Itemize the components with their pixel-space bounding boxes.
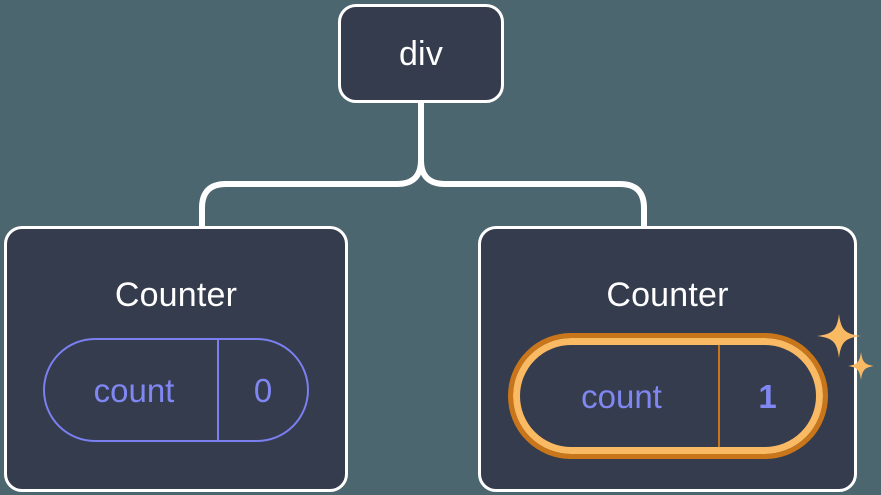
node-counter-right[interactable]: Counter count 1 (478, 226, 874, 492)
node-div[interactable]: div (338, 4, 504, 103)
state-pill-left[interactable]: count 0 (43, 338, 309, 442)
state-value-right: 1 (717, 345, 816, 447)
sparkles-icon (816, 314, 874, 380)
node-counter-left[interactable]: Counter count 0 (4, 226, 348, 492)
state-value-left: 0 (217, 340, 307, 440)
node-div-label: div (398, 34, 444, 73)
sparkle-large-icon (816, 314, 861, 358)
state-pill-wrap-right: count 1 (507, 314, 874, 459)
connector-to-left-child (199, 157, 424, 231)
state-key-left: count (93, 371, 175, 409)
state-pill-right[interactable]: count 1 (507, 333, 828, 459)
node-counter-left-label: Counter (114, 276, 238, 314)
node-counter-right-label: Counter (606, 276, 729, 314)
state-key-right: count (581, 377, 662, 415)
connector-to-right-child (418, 157, 647, 231)
sparkle-small-icon (847, 352, 874, 380)
state-pill-wrap-left: count 0 (43, 338, 309, 442)
